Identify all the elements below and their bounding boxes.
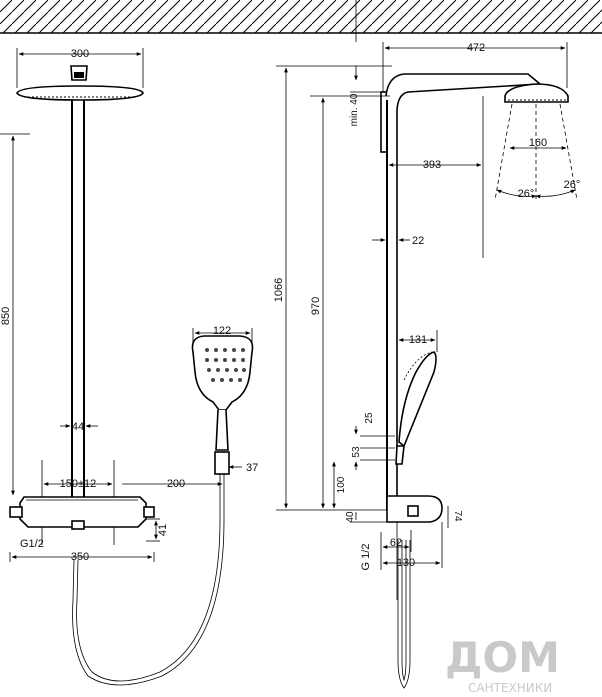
dim-reach-393: 393	[423, 159, 441, 171]
dim-850: 850	[0, 307, 12, 325]
dim-hand-shower-122: 122	[213, 325, 231, 337]
watermark-word: ДОМ	[445, 633, 560, 682]
dim-thermostat-41: 41	[157, 524, 169, 536]
dim-100: 100	[336, 476, 347, 493]
dim-62: 62	[390, 537, 402, 549]
dim-1066: 1066	[273, 278, 285, 302]
dim-min-40: min. 40	[349, 93, 360, 126]
dim-arm-472: 472	[467, 42, 485, 54]
dim-holder-37: 37	[246, 462, 258, 474]
dim-970: 970	[310, 297, 322, 315]
dim-head-width: 300	[71, 48, 89, 60]
watermark: ДОМ САНТЕХНИКИ	[445, 633, 560, 695]
dim-hose-200: 200	[167, 478, 185, 490]
dim-25: 25	[364, 412, 375, 424]
overhead-shower	[16, 85, 144, 101]
dim-angle-right: 26°	[564, 179, 581, 191]
hand-shower-front	[191, 335, 254, 411]
dim-thread-side: G 1/2	[360, 544, 372, 571]
dim-pipe-22: 22	[412, 235, 424, 247]
dim-74: 74	[452, 510, 463, 522]
hand-shower-holder	[214, 451, 230, 475]
watermark-subtitle: САНТЕХНИКИ	[468, 681, 552, 695]
ceiling-hatch	[0, 0, 602, 42]
shower-arm	[385, 73, 543, 510]
dim-spray-160: 160	[529, 137, 547, 149]
dim-hand-side-131: 131	[409, 334, 427, 346]
dim-53: 53	[351, 446, 362, 458]
dim-130: 130	[397, 557, 415, 569]
dim-thermostat-350: 350	[71, 551, 89, 563]
dim-thread-front: G1/2	[20, 538, 44, 550]
dim-40: 40	[345, 511, 356, 523]
dim-connection-spacing: 150±12	[60, 478, 97, 490]
front-view	[0, 48, 254, 686]
overhead-shower-side	[504, 83, 569, 103]
dim-angle-left: 26°	[518, 188, 535, 200]
hand-shower-side	[398, 351, 437, 448]
side-view	[276, 42, 578, 689]
dim-pipe-44: 44	[72, 421, 84, 433]
